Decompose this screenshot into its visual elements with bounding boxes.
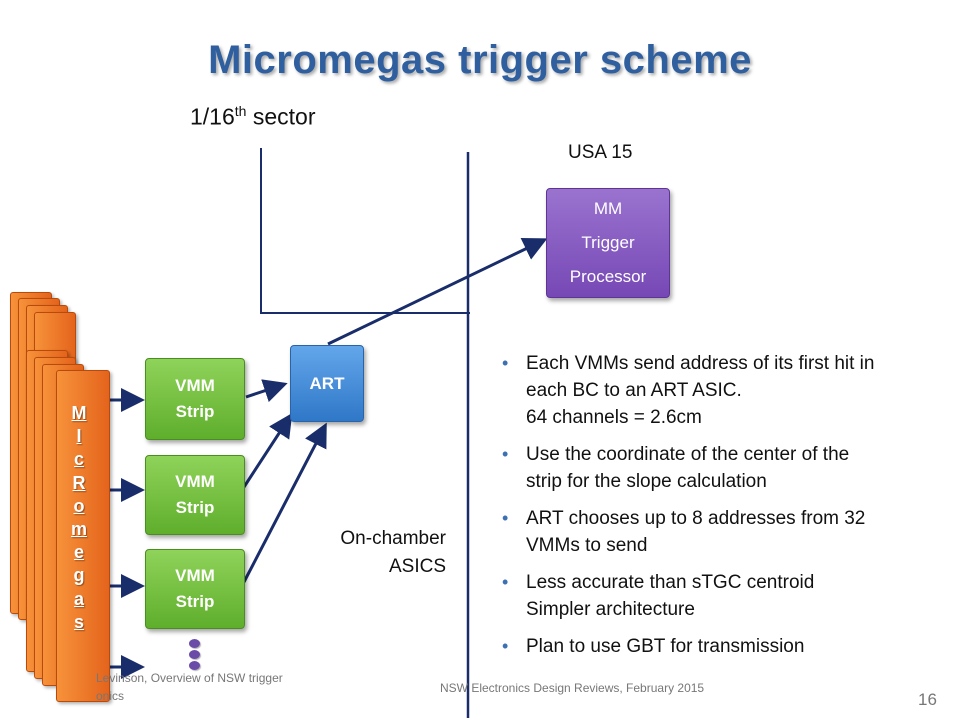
mm-line-2: Trigger <box>581 233 635 252</box>
bullet-line: Use the coordinate of the center of the <box>526 444 850 465</box>
art-label: ART <box>309 373 345 393</box>
bullet-line: 64 channels = 2.6cm <box>526 407 702 428</box>
micromegas-letter: m <box>70 519 87 540</box>
vmm-strip-box-2: VMM Strip <box>145 455 245 535</box>
vmm-1-line-2: Strip <box>175 402 215 421</box>
vmm-strip-box-3: VMM Strip <box>145 549 245 629</box>
bullet-item: Each VMMs send address of its first hit … <box>500 350 940 431</box>
micromegas-card-front <box>56 370 110 702</box>
sector-prefix: 1/16 <box>190 103 235 130</box>
footer-middle: NSW Electronics Design Reviews, February… <box>440 681 705 695</box>
vmm-2-line-2: Strip <box>175 498 215 517</box>
vmm-1-line-1: VMM <box>175 376 215 395</box>
footer-left: Levinson, Overview of NSW trigger onics <box>96 669 326 705</box>
slide-title: Micromegas trigger scheme <box>208 38 752 82</box>
bullet-line: VMMs to send <box>526 535 648 556</box>
arrow-vmm3-art <box>242 422 327 583</box>
on-chamber-label: On-chamber ASICS <box>300 525 446 581</box>
vmm-2-line-1: VMM <box>175 472 215 491</box>
footer-left-line-1: Levinson, Overview of NSW trigger <box>96 671 283 685</box>
mm-trigger-processor-box: MM Trigger Processor <box>546 188 670 298</box>
bullet-line: Simpler architecture <box>526 599 695 620</box>
bullet-line: strip for the slope calculation <box>526 471 767 492</box>
bullet-line: Each VMMs send address of its first hit … <box>526 353 875 374</box>
mm-line-3: Processor <box>569 267 647 286</box>
bullet-item: ART chooses up to 8 addresses from 32 VM… <box>500 505 940 559</box>
bullet-line: ART chooses up to 8 addresses from 32 <box>526 508 866 529</box>
micromegas-letter: R <box>72 472 86 493</box>
micromegas-letter: c <box>73 449 84 470</box>
micromegas-letter: I <box>76 426 82 447</box>
sector-sup: th <box>234 103 247 119</box>
micromegas-letter: o <box>73 495 85 516</box>
bullet-item: Plan to use GBT for transmission <box>500 633 940 660</box>
art-box: ART <box>290 345 364 422</box>
arrow-vmm2-art <box>242 412 293 488</box>
bullet-line: Plan to use GBT for transmission <box>526 636 805 657</box>
sector-suffix: sector <box>246 103 316 130</box>
bullet-line: Less accurate than sTGC centroid <box>526 572 815 593</box>
arrow-vmm1-art <box>245 379 288 403</box>
on-chamber-line-2: ASICS <box>388 556 446 577</box>
sector-label: 1/16th sector <box>190 103 315 131</box>
vmm-strip-box-1: VMM Strip <box>145 358 245 440</box>
continuation-dot-2 <box>189 650 200 659</box>
on-chamber-line-1: On-chamber <box>340 528 446 549</box>
micromegas-letter: e <box>73 542 84 563</box>
usa15-label: USA 15 <box>568 142 633 163</box>
micromegas-letter: a <box>73 588 84 609</box>
bullet-item: Use the coordinate of the center of the … <box>500 441 940 495</box>
bullet-line: each BC to an ART ASIC. <box>526 380 742 401</box>
micromegas-letter: s <box>73 611 84 632</box>
bullet-item: Less accurate than sTGC centroid Simpler… <box>500 569 940 623</box>
continuation-dot-1 <box>189 639 200 648</box>
footer-left-line-2: onics <box>96 689 125 703</box>
sector-boundary-line <box>260 148 470 314</box>
page-number: 16 <box>918 690 937 709</box>
vmm-3-line-1: VMM <box>175 566 215 585</box>
vmm-3-line-2: Strip <box>175 592 215 611</box>
mm-line-1: MM <box>593 199 623 218</box>
bullet-list: Each VMMs send address of its first hit … <box>500 350 940 670</box>
micromegas-label: M I c R o m e g a s <box>56 402 102 634</box>
arrow-art-mm-processor <box>327 237 548 346</box>
continuation-dot-3 <box>189 661 200 670</box>
micromegas-letter: g <box>73 565 85 586</box>
micromegas-letter: M <box>71 403 87 423</box>
